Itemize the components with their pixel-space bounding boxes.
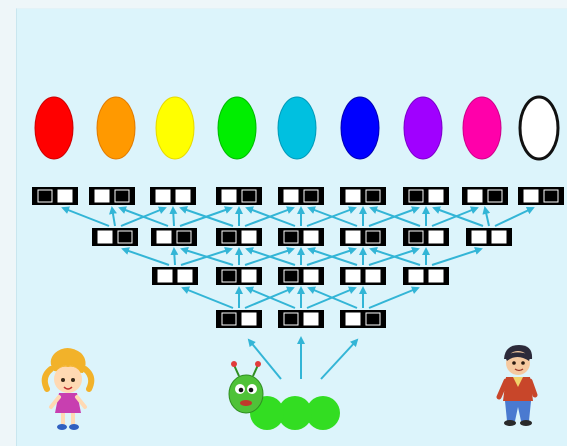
domino-slot [158,270,172,282]
domino-slot [304,190,318,202]
domino-tile[interactable] [340,228,386,246]
sorting-network [17,9,567,446]
domino-tile[interactable] [278,187,324,205]
domino-slot [304,270,318,282]
domino-slot [242,270,256,282]
domino-slot [346,313,360,325]
domino-slot [284,270,298,282]
domino-slot [366,190,380,202]
domino-slot [242,313,256,325]
domino-slot [38,190,52,202]
arrow [174,249,175,265]
boy-character [499,345,535,426]
arrow [432,249,481,265]
domino-slot [429,270,443,282]
domino-tile[interactable] [403,187,449,205]
domino-tile[interactable] [216,228,262,246]
domino-slot [488,190,502,202]
arrow [321,340,357,379]
domino-slot [409,190,423,202]
domino-slot [409,270,423,282]
domino-slot [242,231,256,243]
girl-character [45,348,92,430]
domino-tile[interactable] [216,267,262,285]
magenta-egg[interactable] [463,97,501,159]
domino-slot [366,313,380,325]
domino-slot [222,313,236,325]
arrow [63,208,109,226]
domino-slot [177,231,191,243]
domino-slot [284,231,298,243]
domino-slot [98,231,112,243]
domino-tile[interactable] [216,310,262,328]
arrow [369,288,418,308]
white-egg[interactable] [520,97,558,159]
domino-slot [157,231,171,243]
game-board [16,8,567,446]
domino-slot [366,231,380,243]
yellow-egg[interactable] [156,97,194,159]
blue-egg[interactable] [341,97,379,159]
domino-tile[interactable] [518,187,564,205]
domino-slot [304,313,318,325]
arrow [485,208,489,226]
domino-tile[interactable] [89,187,135,205]
cyan-egg[interactable] [278,97,316,159]
domino-tile[interactable] [340,267,386,285]
domino-slot [115,190,129,202]
domino-slot [178,270,192,282]
domino-tile[interactable] [278,267,324,285]
domino-tile[interactable] [92,228,138,246]
domino-slot [524,190,538,202]
domino-tile[interactable] [150,187,196,205]
domino-slot [222,231,236,243]
domino-slot [346,270,360,282]
domino-slot [346,190,360,202]
purple-egg[interactable] [404,97,442,159]
domino-slot [242,190,256,202]
domino-slot [284,190,298,202]
orange-egg[interactable] [97,97,135,159]
arrow [495,208,533,226]
domino-tile[interactable] [216,187,262,205]
domino-slot [468,190,482,202]
domino-tile[interactable] [278,310,324,328]
domino-slot [95,190,109,202]
domino-tile[interactable] [340,187,386,205]
domino-slot [366,270,380,282]
domino-slot [409,231,423,243]
domino-slot [284,313,298,325]
domino-tile[interactable] [462,187,508,205]
domino-tile[interactable] [466,228,512,246]
domino-slot [429,231,443,243]
domino-slot [176,190,190,202]
eggs-row [35,97,558,159]
domino-slot [156,190,170,202]
domino-slot [222,190,236,202]
arrow [112,208,115,226]
domino-tile[interactable] [403,228,449,246]
domino-slot [58,190,72,202]
domino-slot [346,231,360,243]
domino-slot [118,231,132,243]
arrow [123,249,169,265]
domino-slot [544,190,558,202]
domino-tile[interactable] [403,267,449,285]
domino-tile[interactable] [340,310,386,328]
domino-tile[interactable] [152,267,198,285]
arrow [173,208,174,226]
caterpillar-character [229,361,340,430]
domino-slot [492,231,506,243]
green-egg[interactable] [218,97,256,159]
domino-slot [222,270,236,282]
domino-slot [472,231,486,243]
domino-tile[interactable] [32,187,78,205]
red-egg[interactable] [35,97,73,159]
domino-tile[interactable] [151,228,197,246]
domino-slot [304,231,318,243]
domino-slot [429,190,443,202]
domino-tile[interactable] [278,228,324,246]
arrow [183,288,233,308]
